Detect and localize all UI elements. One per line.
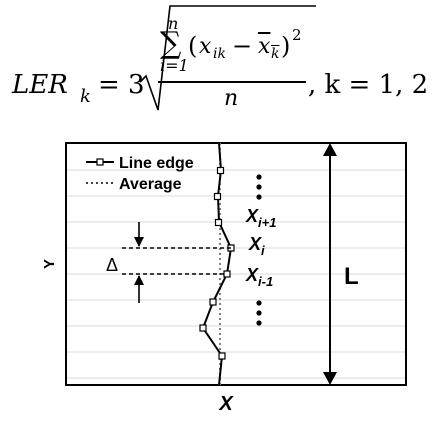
label-xi-minus-1: Xi-1 [245, 265, 273, 289]
term-close: ) [281, 32, 291, 60]
term-xbar: x [258, 34, 271, 59]
line-edge-marker [216, 166, 225, 175]
term-open: ( [188, 32, 198, 60]
radical-sign [139, 5, 316, 111]
label-xi-plus-1: Xi+1 [245, 206, 276, 230]
term-x-sub: ik [213, 46, 226, 62]
dots-top [256, 174, 262, 200]
length-arrow-head-top [323, 143, 337, 156]
label-length: L [344, 263, 359, 290]
term-x: x [199, 34, 212, 59]
line-edge-marker [213, 192, 222, 201]
legend-line-edge-marker [96, 158, 104, 166]
y-axis-label: Y [41, 259, 58, 269]
ler-formula: LER k = 3 n ∑ i=1 ( x ik − x k ) 2 n , k… [0, 0, 447, 140]
term-xbar-sub: k [271, 46, 280, 62]
formula-lhs-sub: k [80, 86, 91, 107]
sum-lower: i=1 [160, 56, 189, 75]
line-edge-marker [214, 218, 223, 227]
line-edge-marker [218, 352, 226, 360]
legend: Line edge Average [86, 155, 194, 193]
formula-lhs: LER [12, 70, 68, 100]
length-arrow-head-bottom [323, 372, 337, 385]
diagram-frame [65, 142, 407, 386]
formula-denominator: n [224, 86, 239, 111]
term-minus: − [232, 32, 253, 60]
x-axis-label: X [218, 393, 234, 415]
grid-lines [66, 169, 406, 379]
legend-line-edge-label: Line edge [119, 155, 194, 172]
sum-symbol: ∑ [160, 26, 182, 61]
fraction-bar [158, 81, 306, 83]
label-delta: Δ [106, 255, 118, 275]
dots-bottom [256, 300, 262, 326]
term-power: 2 [292, 26, 302, 44]
line-edge-marker [209, 298, 217, 306]
sum-upper: n [168, 14, 179, 33]
line-edge-path [201, 142, 233, 386]
label-xi: Xi [248, 234, 265, 258]
line-edge-marker [199, 324, 207, 332]
legend-average-label: Average [119, 176, 182, 193]
formula-equals-coeff: = 3 [98, 70, 145, 100]
formula-tail: , k = 1, 2 [308, 70, 429, 100]
